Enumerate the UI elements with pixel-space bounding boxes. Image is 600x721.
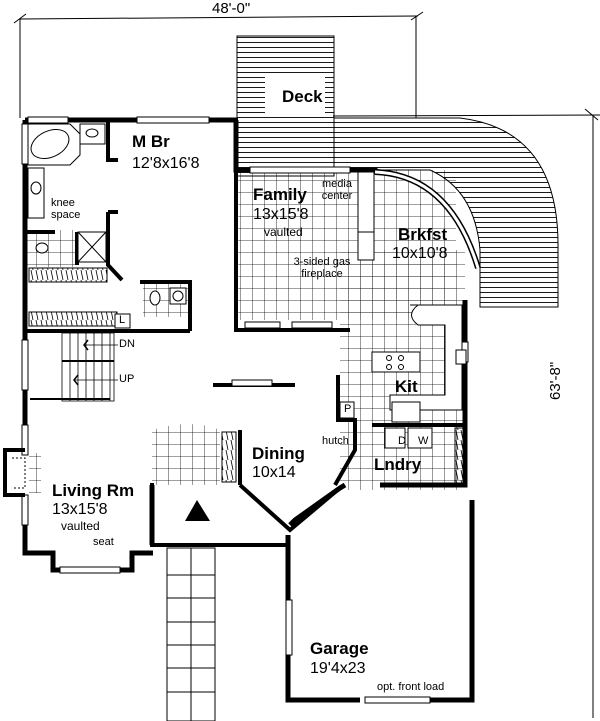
fireplace-living: [3, 448, 26, 497]
entry-marker-icon: [185, 500, 210, 521]
room-laundry-name: Lndry: [374, 455, 422, 474]
front-walkway: [166, 547, 216, 721]
stairs: [30, 332, 118, 402]
room-deck-name: Deck: [282, 87, 323, 106]
annotation-seat: seat: [93, 536, 114, 548]
room-family-dims: 13x15'8: [253, 206, 309, 223]
room-garage-note: opt. front load: [377, 681, 445, 693]
interior-walls: [27, 120, 465, 547]
overall-depth-label: 63'-8": [547, 361, 564, 400]
annotation-dryer: D: [398, 435, 406, 447]
room-garage-dims: 19'4x23: [310, 660, 366, 677]
dimension-lines: [13, 11, 600, 718]
windows: [21, 116, 469, 704]
master-bath-fixtures: [27, 123, 187, 306]
room-family-note: vaulted: [264, 225, 303, 239]
closets: [28, 267, 468, 484]
annotation-fireplace: 3-sided gas fireplace: [293, 256, 351, 280]
room-dining-name: Dining: [252, 444, 305, 463]
annotation-linen: L: [119, 314, 126, 326]
annotation-stairs-down: DN: [119, 338, 135, 350]
room-master-bedroom-dims: 12'8x16'8: [132, 155, 200, 172]
room-dining-dims: 10x14: [252, 464, 296, 481]
overall-width-label: 48'-0": [212, 0, 251, 17]
room-master-bedroom-name: M Br: [132, 132, 170, 151]
annotation-pantry: P: [344, 403, 352, 415]
annotation-media-center: media center: [321, 178, 353, 202]
annotation-stairs-up: UP: [119, 373, 135, 385]
room-living-note: vaulted: [61, 519, 100, 533]
kitchen-counters: [371, 304, 467, 423]
room-living-dims: 13x15'8: [52, 501, 108, 518]
room-garage-name: Garage: [310, 639, 369, 658]
room-kitchen-name: Kit: [395, 377, 418, 396]
room-living-name: Living Rm: [52, 481, 135, 500]
annotation-knee-space: knee space: [51, 197, 81, 221]
room-breakfast-name: Brkfst: [398, 225, 448, 244]
breakfast-bay-window: [374, 169, 481, 269]
room-family-name: Family: [253, 185, 307, 204]
annotation-hutch: hutch: [322, 435, 349, 447]
media-center: [357, 171, 375, 261]
annotation-washer: W: [418, 435, 429, 447]
deck: [236, 35, 559, 308]
room-breakfast-dims: 10x10'8: [392, 245, 448, 262]
